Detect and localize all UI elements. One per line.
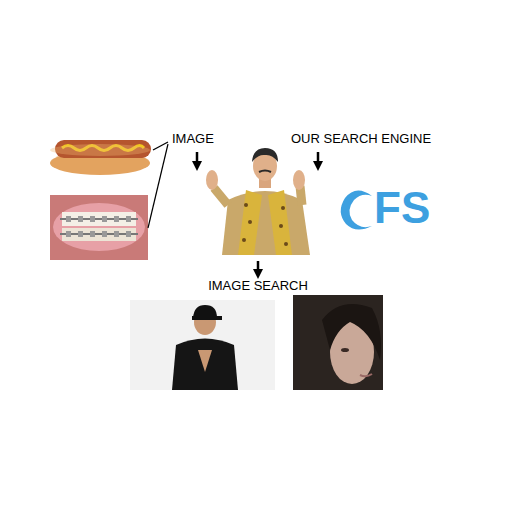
logo-wave xyxy=(341,190,372,229)
leader-line xyxy=(148,144,168,228)
hotdog-photo xyxy=(50,140,151,175)
person-photo xyxy=(206,148,310,255)
down-arrow xyxy=(317,152,320,166)
result-photo xyxy=(130,300,275,390)
logo-text: FS xyxy=(374,186,430,230)
image-label: IMAGE xyxy=(172,132,214,147)
leader-line xyxy=(153,142,168,150)
braces-photo xyxy=(50,195,148,260)
result-photo xyxy=(293,295,383,390)
down-arrow xyxy=(196,152,199,166)
search-label: IMAGE SEARCH xyxy=(208,279,308,294)
down-arrow xyxy=(257,261,260,274)
engine-label: OUR SEARCH ENGINE xyxy=(291,132,431,147)
